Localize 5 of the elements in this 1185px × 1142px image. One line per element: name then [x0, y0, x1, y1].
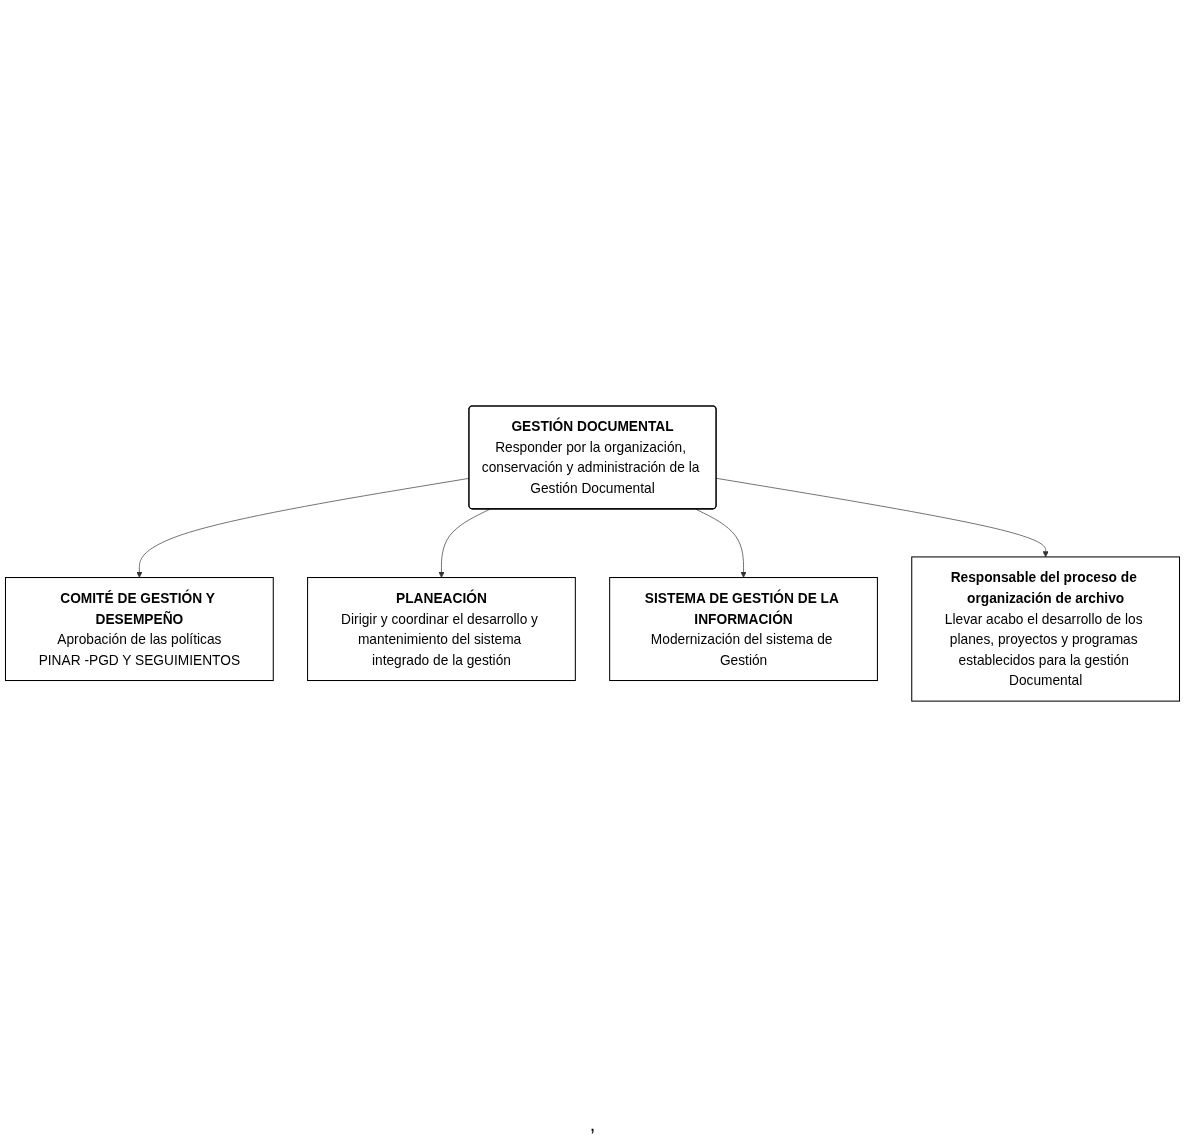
node-box: Responsable del proceso de organización de archivo Llevar acabo el desarrollo de los planes, proyectos y programas establecidos para la gestión Documental [911, 556, 1181, 702]
node-box: SISTEMA DE GESTIÓN DE LA INFORMACIÓN Modernización del sistema de Gestión [609, 577, 878, 682]
node-box: PLANEACIÓN Dirigir y coordinar el desarrollo y mantenimiento del sistema integrado de la gestión [307, 577, 576, 682]
node-box: COMITÉ DE GESTIÓN Y DESEMPEÑO Aprobación de las políticas PINAR -PGD Y SEGUIMIENTOS [4, 577, 274, 682]
note-text: , [589, 1113, 596, 1135]
